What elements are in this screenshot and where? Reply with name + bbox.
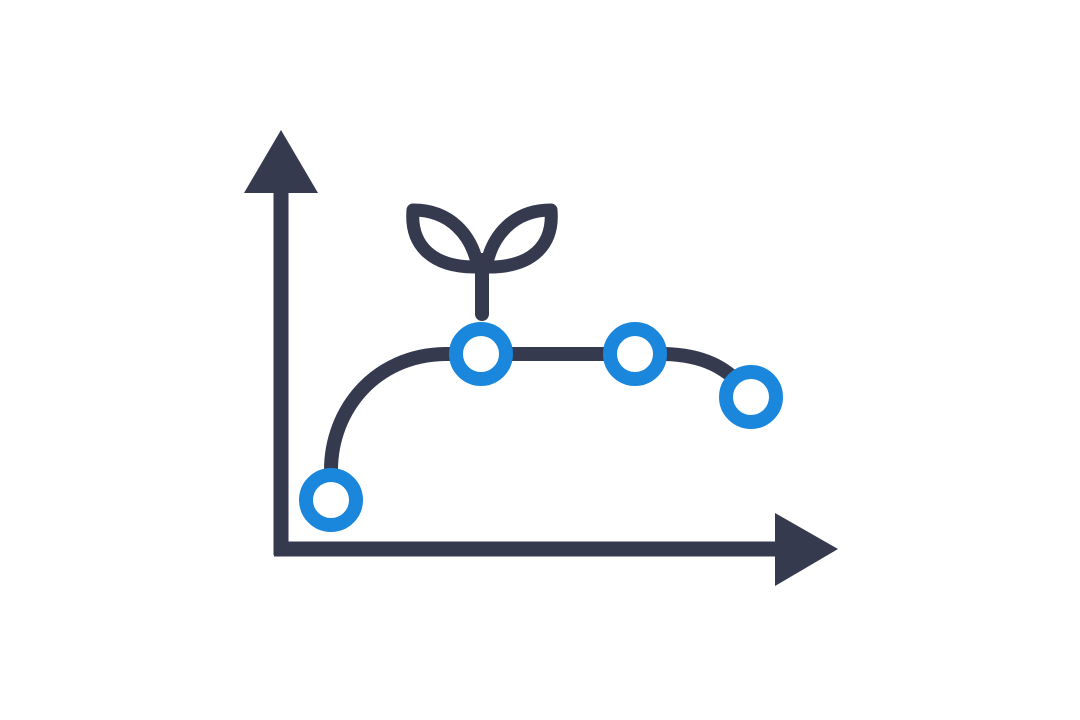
y-axis-arrow [244,130,318,555]
sprout-icon [406,203,558,321]
sprout-left-leaf [406,203,485,274]
data-point-marker [449,322,513,386]
data-point-marker [299,468,363,532]
data-point-markers [299,322,783,532]
sprout-right-leaf [479,203,558,274]
y-axis-arrowhead [244,130,318,193]
growth-curve [324,347,758,507]
data-point-marker [719,365,783,429]
x-axis-arrow [274,513,838,586]
data-point-marker [603,322,667,386]
x-axis-arrowhead [775,513,838,586]
